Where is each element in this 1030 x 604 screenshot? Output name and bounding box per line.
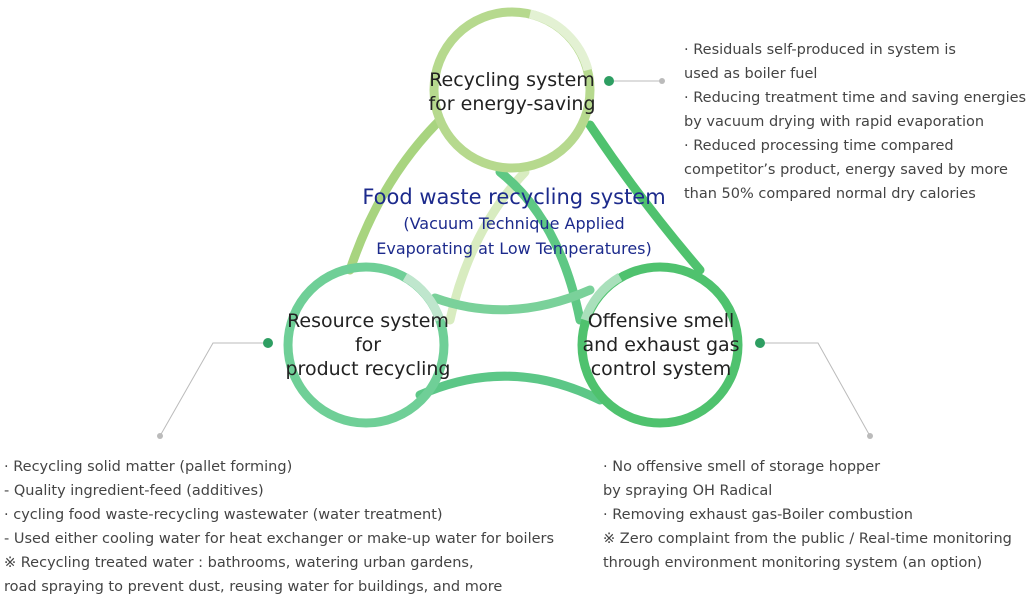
- arc-top-left: [345, 115, 445, 275]
- resource-description: · Recycling solid matter (pallet forming…: [4, 455, 554, 599]
- smell-desc-line: by spraying OH Radical: [603, 483, 773, 499]
- leader-end-dot-resource: [157, 433, 163, 439]
- energy-desc-line: by vacuum drying with rapid evaporation: [684, 114, 985, 130]
- right-circle-label: Offensive smell and exhaust gas control …: [561, 309, 761, 381]
- left-circle-ring: [283, 262, 449, 428]
- right-circle-ring: [577, 262, 743, 428]
- center-subtitle-line-2: Evaporating at Low Temperatures): [376, 239, 652, 258]
- leader-line-resource: [159, 342, 268, 437]
- resource-desc-line: road spraying to prevent dust, reusing w…: [4, 579, 503, 595]
- energy-desc-line: than 50% compared normal dry calories: [684, 186, 976, 202]
- smell-desc-line: · No offensive smell of storage hopper: [603, 459, 881, 475]
- center-title-block: Food waste recycling system (Vacuum Tech…: [334, 183, 694, 261]
- resource-desc-line: · Recycling solid matter (pallet forming…: [4, 459, 293, 475]
- smell-desc-line: · Removing exhaust gas-Boiler combustion: [603, 507, 913, 523]
- connector-dot-energy: [604, 76, 614, 86]
- right-circle-line-2: and exhaust gas: [582, 334, 740, 356]
- leader-end-dot-smell: [867, 433, 873, 439]
- center-title: Food waste recycling system: [362, 185, 666, 209]
- energy-description: · Residuals self-produced in system is u…: [684, 38, 1026, 206]
- connector-dot-resource: [263, 338, 273, 348]
- resource-desc-line: - Used either cooling water for heat exc…: [4, 531, 555, 547]
- left-circle-label: Resource system for product recycling: [268, 309, 468, 381]
- energy-desc-line: · Residuals self-produced in system is: [684, 42, 956, 58]
- top-circle-highlight: [528, 9, 593, 72]
- arc-top-right: [585, 120, 705, 275]
- resource-desc-line: - Quality ingredient-feed (additives): [4, 483, 264, 499]
- top-circle-line-2: for energy-saving: [428, 93, 596, 115]
- resource-desc-line: ※ Recycling treated water : bathrooms, w…: [4, 555, 474, 571]
- smell-desc-line: through environment monitoring system (a…: [603, 555, 983, 571]
- left-circle-line-3: product recycling: [285, 358, 451, 380]
- smell-desc-line: ※ Zero complaint from the public / Real-…: [603, 531, 1012, 547]
- energy-desc-line: competitor’s product, energy saved by mo…: [684, 162, 1008, 178]
- energy-desc-line: · Reducing treatment time and saving ene…: [684, 90, 1027, 106]
- arc-bottom-outer: [415, 371, 605, 405]
- smell-description: · No offensive smell of storage hopper b…: [603, 455, 1012, 575]
- energy-desc-line: · Reduced processing time compared: [684, 138, 954, 154]
- left-circle-line-1: Resource system: [287, 310, 449, 332]
- leader-line-smell: [760, 342, 871, 437]
- arc-bottom-inner: [430, 285, 595, 315]
- leader-end-dot-energy: [659, 78, 665, 84]
- energy-desc-line: used as boiler fuel: [684, 66, 818, 82]
- top-circle-line-1: Recycling system: [429, 69, 595, 91]
- left-circle-highlight: [402, 273, 445, 322]
- center-subtitle-line-1: (Vacuum Technique Applied: [403, 214, 625, 233]
- right-circle-line-1: Offensive smell: [587, 310, 735, 332]
- left-circle-line-2: for: [354, 334, 382, 356]
- resource-desc-line: · cycling food waste-recycling wastewate…: [4, 507, 443, 523]
- right-circle-highlight: [580, 273, 623, 322]
- top-circle-label: Recycling system for energy-saving: [412, 68, 612, 116]
- connector-dot-smell: [755, 338, 765, 348]
- top-circle-ring: [429, 7, 595, 173]
- right-circle-line-3: control system: [590, 358, 732, 380]
